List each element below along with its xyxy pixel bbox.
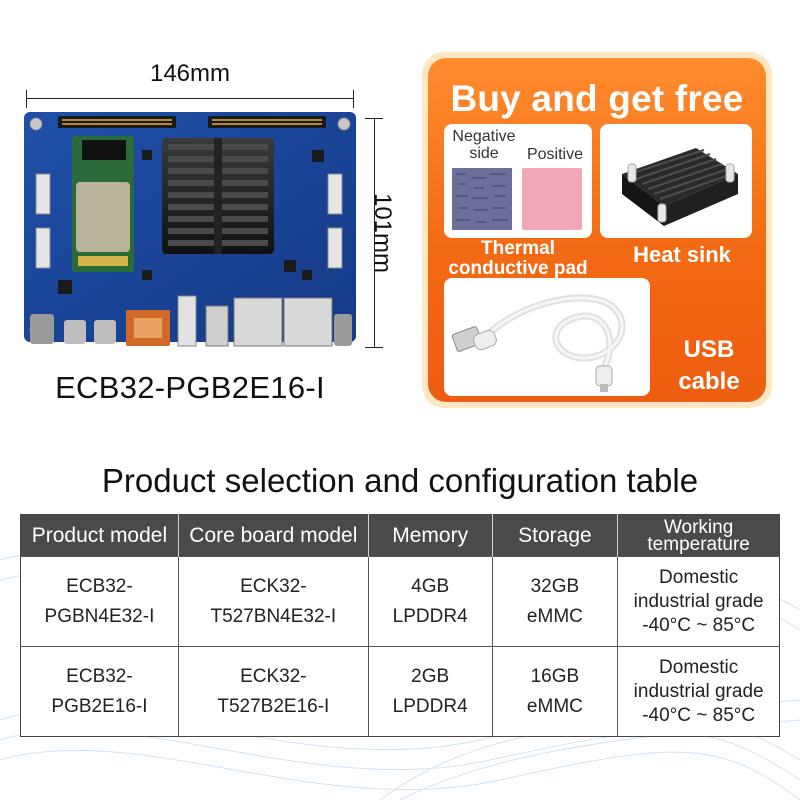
dimension-line — [26, 98, 354, 99]
usb-cable-card — [444, 278, 650, 396]
header-core-board-model: Core board model — [178, 514, 369, 557]
board-width-label: 146mm — [149, 60, 231, 87]
thermal-pad-positive-image — [522, 168, 582, 230]
header-memory: Memory — [368, 514, 493, 557]
product-selection-table: Product model Core board model Memory St… — [20, 514, 780, 737]
pad-positive-label: Positive — [526, 146, 584, 163]
heat-sink-image — [622, 148, 738, 226]
table-title: Product selection and configuration tabl… — [101, 462, 699, 499]
dimension-tick — [353, 90, 354, 108]
table-header-row: Product model Core board model Memory St… — [20, 514, 780, 557]
cell-core-board-model: ECK32-T527B2E16-I — [178, 646, 369, 737]
thermal-pad-negative-image — [452, 168, 512, 230]
dimension-tick — [365, 118, 383, 119]
board-image — [24, 112, 356, 347]
cell-product-model: ECB32-PGBN4E32-I — [20, 556, 179, 647]
cell-core-board-model: ECK32-T527BN4E32-I — [178, 556, 369, 647]
dimension-line — [374, 118, 375, 348]
board-model-label: ECB32-PGB2E16-I — [55, 370, 325, 405]
usb-cable-image — [451, 294, 626, 392]
free-gifts-title: Buy and get free — [450, 78, 744, 119]
header-storage: Storage — [492, 514, 619, 557]
dimension-tick — [365, 347, 383, 348]
header-product-model: Product model — [20, 514, 179, 557]
heat-sink-card — [600, 124, 752, 238]
dimension-tick — [26, 90, 27, 108]
board-height-label: 101mm — [369, 192, 396, 274]
heat-sink-caption: Heat sink — [633, 242, 731, 267]
board-width-dimension: 146mm — [22, 60, 358, 108]
board-height-dimension: 101mm — [358, 114, 398, 352]
cell-product-model: ECB32-PGB2E16-I — [20, 646, 179, 737]
